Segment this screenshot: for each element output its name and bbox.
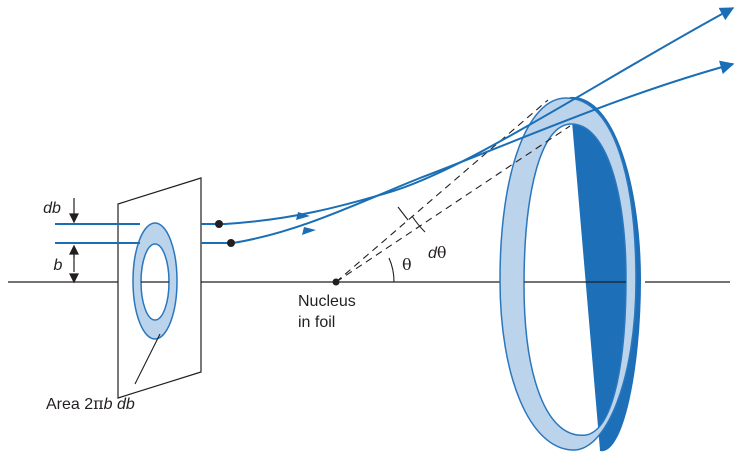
area-label-db: db: [113, 396, 135, 413]
dtheta-arc: [411, 215, 426, 233]
nucleus-label-line2: in foil: [298, 314, 335, 331]
theta-arc: [388, 257, 395, 283]
nucleus-dot: [332, 278, 340, 286]
trajectory-outer-arrowhead: [296, 212, 310, 220]
scattered-trajectories: [201, 7, 735, 244]
particle-dot-inner: [227, 239, 235, 247]
trajectory-inner: [201, 60, 735, 244]
area-label-b: b: [104, 396, 113, 413]
particle-dot-outer: [215, 220, 223, 228]
theta-label: θ: [402, 255, 412, 274]
trajectory-inner-arrowhead: [302, 227, 316, 235]
ring-band: [499, 97, 637, 451]
trajectory-outer: [201, 7, 735, 225]
scattering-ring: [499, 96, 642, 452]
dtheta-label: dθ: [428, 243, 447, 262]
dtheta-theta: θ: [437, 243, 447, 262]
angle-dashed-lines: [335, 99, 571, 283]
dtheta-pointer: [397, 206, 409, 221]
b-dimension-arrows: [69, 244, 79, 284]
area-leader-line: [134, 333, 161, 385]
db-label: db: [43, 200, 61, 217]
nucleus-label-line1: Nucleus: [298, 293, 356, 310]
b-label: b: [54, 257, 63, 274]
area-label-prefix: Area 2: [46, 396, 93, 413]
area-label-pi: π: [93, 394, 104, 413]
area-label: Area 2πb db: [46, 394, 135, 413]
dtheta-d: d: [428, 245, 438, 262]
